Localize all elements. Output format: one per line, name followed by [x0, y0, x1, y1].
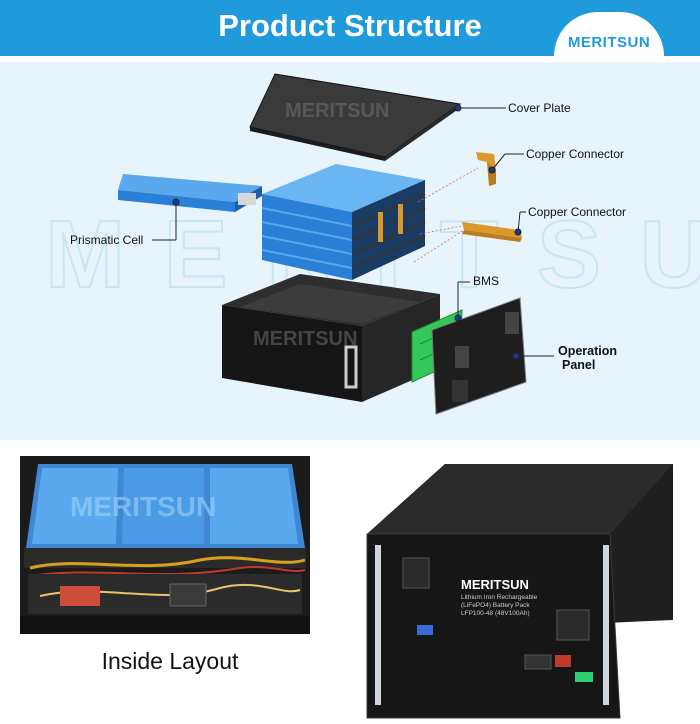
- inside-layout-caption: Inside Layout: [101, 648, 239, 674]
- header-banner: Product Structure MERITSUN: [0, 0, 700, 56]
- label-panel: Panel: [562, 358, 596, 372]
- label-copper-connector-1: Copper Connector: [526, 147, 625, 161]
- diagram-illustration: M E R I T S U N MERITSUN: [44, 73, 700, 415]
- page-title: Product Structure: [218, 8, 482, 43]
- product-label-line-2: (LiFePO4) Battery Pack: [461, 602, 530, 609]
- product-photo: MERITSUN Lithium Iron Rechargeable (LiFe…: [355, 460, 700, 724]
- product-label-line-3: LFP100-48 (48V100Ah): [461, 610, 530, 617]
- copper-connector-middle: [462, 222, 522, 242]
- svg-text:MERITSUN: MERITSUN: [253, 328, 357, 350]
- inside-layout-photo: MERITSUN: [20, 456, 310, 634]
- product-brand: MERITSUN: [461, 577, 529, 592]
- label-bms: BMS: [473, 274, 500, 288]
- product-label-line-1: Lithium Iron Rechargeable: [461, 594, 538, 601]
- cover-plate: MERITSUN: [249, 73, 462, 161]
- cell-stack: [261, 164, 426, 280]
- svg-text:MERITSUN: MERITSUN: [70, 491, 216, 522]
- svg-text:MERITSUN: MERITSUN: [285, 100, 389, 122]
- product-label: Lithium Iron Rechargeable (LiFePO4) Batt…: [461, 594, 537, 618]
- label-cover-plate: Cover Plate: [508, 101, 571, 115]
- battery-chassis: MERITSUN: [222, 274, 440, 402]
- label-prismatic-cell: Prismatic Cell: [70, 233, 144, 247]
- exploded-diagram: M E R I T S U N MERITSUN: [0, 62, 700, 440]
- brand-logo-tab: MERITSUN: [554, 12, 664, 56]
- label-operation: Operation: [558, 344, 618, 358]
- leader-lines: [152, 104, 554, 360]
- label-copper-connector-2: Copper Connector: [528, 205, 627, 219]
- brand-logo: MERITSUN: [567, 34, 651, 51]
- operation-panel: [431, 297, 527, 415]
